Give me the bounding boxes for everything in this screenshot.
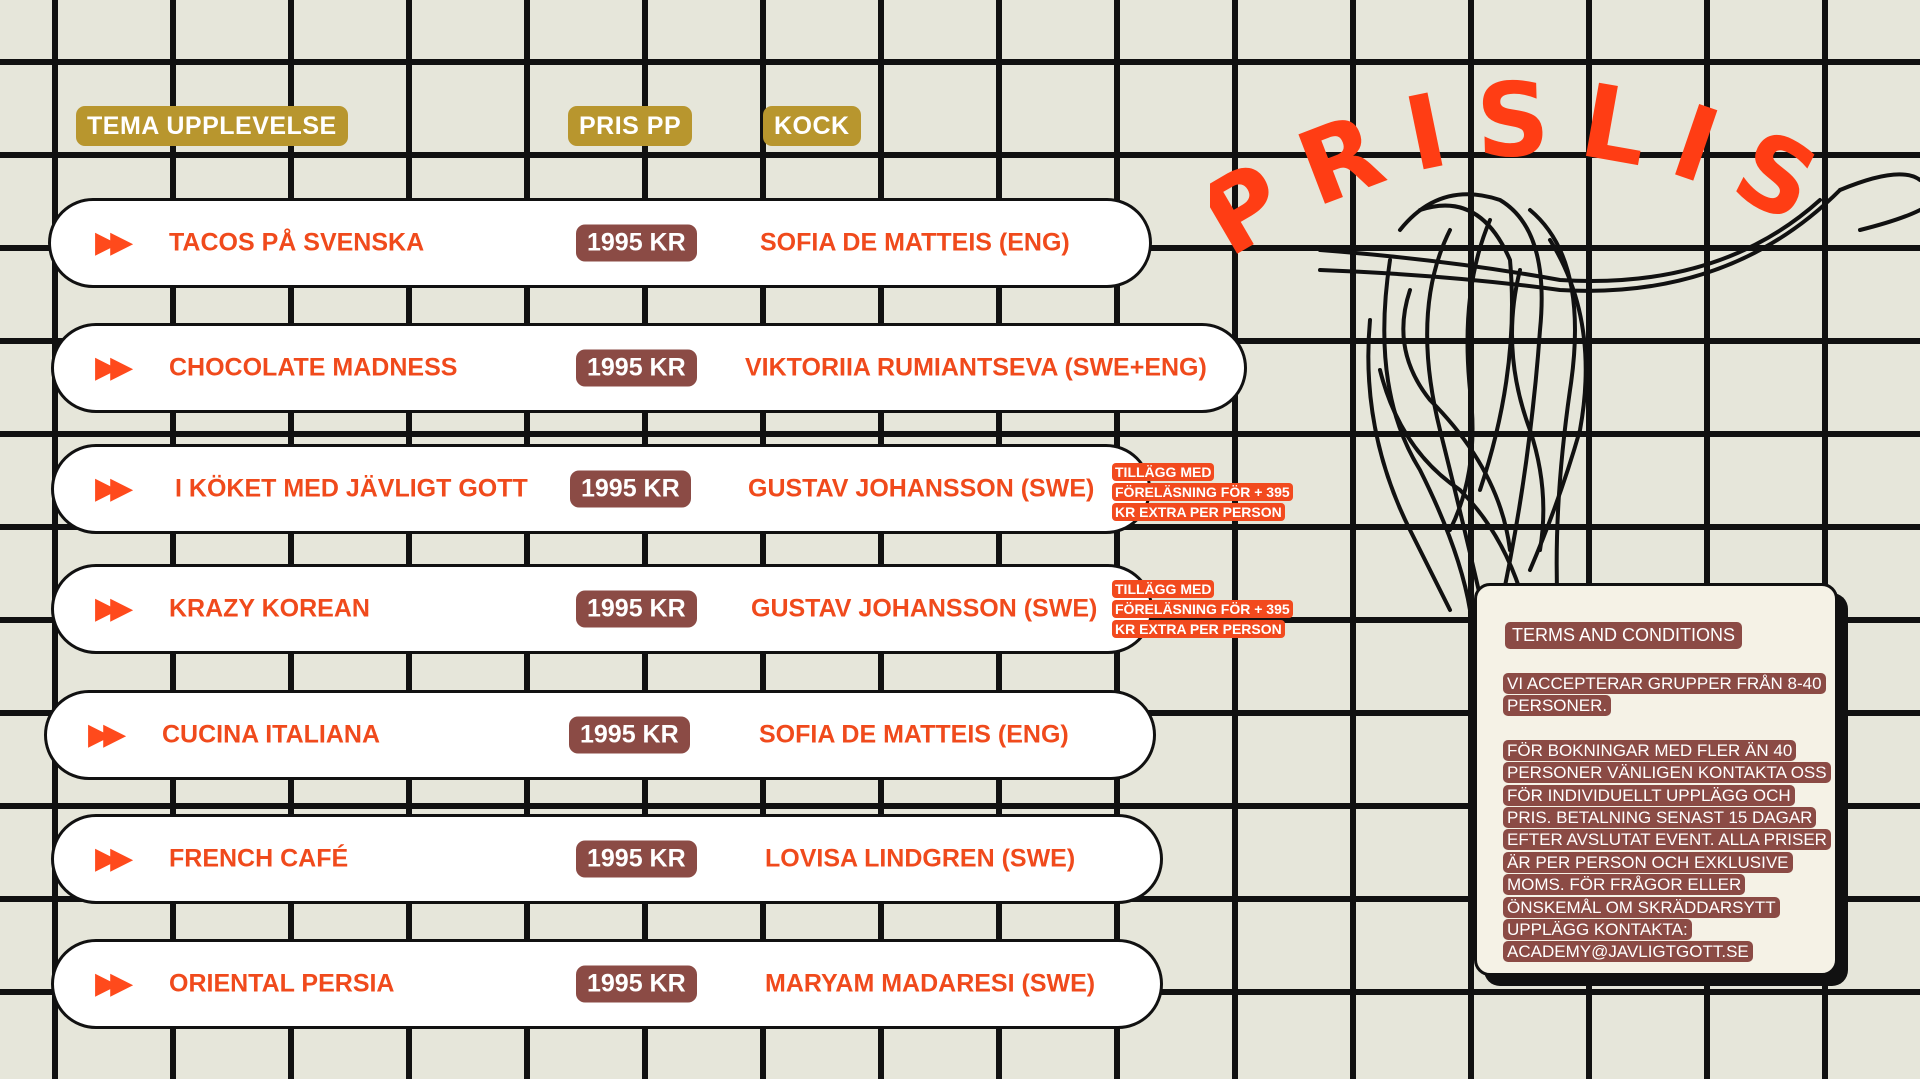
row-chef: MARYAM MADARESI (SWE)	[765, 969, 1096, 998]
row-price: 1995 KR	[576, 965, 697, 1003]
terms-text: VI ACCEPTERAR GRUPPER FRÅN 8-40 PERSONER…	[1503, 673, 1833, 986]
row-chef: GUSTAV JOHANSSON (SWE)	[748, 474, 1095, 503]
row-price: 1995 KR	[576, 590, 697, 628]
header-theme: TEMA UPPLEVELSE	[76, 106, 348, 146]
play-arrows-icon: ▶▶	[95, 592, 133, 625]
row-chef: SOFIA DE MATTEIS (ENG)	[760, 228, 1070, 257]
price-row: ▶▶ CUCINA ITALIANA 1995 KR SOFIA DE MATT…	[44, 690, 1156, 780]
row-price: 1995 KR	[576, 349, 697, 387]
row-chef: VIKTORIIA RUMIANTSEVA (SWE+ENG)	[745, 353, 1207, 382]
row-price: 1995 KR	[570, 470, 691, 508]
row-chef: GUSTAV JOHANSSON (SWE)	[751, 594, 1098, 623]
header-price: PRIS PP	[568, 106, 693, 146]
price-row: ▶▶ TACOS PÅ SVENSKA 1995 KR SOFIA DE MAT…	[48, 198, 1152, 288]
row-price: 1995 KR	[576, 840, 697, 878]
terms-title: TERMS AND CONDITIONS	[1505, 622, 1743, 649]
row-chef: LOVISA LINDGREN (SWE)	[765, 844, 1076, 873]
terms-box: TERMS AND CONDITIONS VI ACCEPTERAR GRUPP…	[1474, 583, 1838, 976]
price-row: ▶▶ CHOCOLATE MADNESS 1995 KR VIKTORIIA R…	[51, 323, 1247, 413]
row-theme: FRENCH CAFÉ	[169, 844, 349, 873]
row-price: 1995 KR	[569, 716, 690, 754]
play-arrows-icon: ▶▶	[95, 351, 133, 384]
row-theme: ORIENTAL PERSIA	[169, 969, 395, 998]
price-row: ▶▶ FRENCH CAFÉ 1995 KR LOVISA LINDGREN (…	[51, 814, 1163, 904]
play-arrows-icon: ▶▶	[95, 842, 133, 875]
row-price: 1995 KR	[576, 224, 697, 262]
row-theme: CHOCOLATE MADNESS	[169, 353, 458, 382]
row-chef: SOFIA DE MATTEIS (ENG)	[759, 720, 1069, 749]
page-title: PRISLISTA	[1210, 70, 1833, 270]
lecture-addon-note: TILLÄGG MED FÖRELÄSNING FÖR + 395 KR EXT…	[1112, 462, 1308, 522]
price-row: ▶▶ KRAZY KOREAN 1995 KR GUSTAV JOHANSSON…	[51, 564, 1153, 654]
header-chef: KOCK	[763, 106, 861, 146]
row-theme: I KÖKET MED JÄVLIGT GOTT	[175, 474, 528, 503]
lecture-addon-note: TILLÄGG MED FÖRELÄSNING FÖR + 395 KR EXT…	[1112, 579, 1308, 639]
play-arrows-icon: ▶▶	[95, 226, 133, 259]
play-arrows-icon: ▶▶	[95, 472, 133, 505]
row-theme: TACOS PÅ SVENSKA	[169, 228, 425, 257]
row-theme: KRAZY KOREAN	[169, 594, 370, 623]
play-arrows-icon: ▶▶	[88, 718, 126, 751]
play-arrows-icon: ▶▶	[95, 967, 133, 1000]
row-theme: CUCINA ITALIANA	[162, 720, 381, 749]
price-row: ▶▶ ORIENTAL PERSIA 1995 KR MARYAM MADARE…	[51, 939, 1163, 1029]
pasta-fork-illustration	[1318, 172, 1920, 642]
price-row: ▶▶ I KÖKET MED JÄVLIGT GOTT 1995 KR GUST…	[51, 444, 1151, 534]
